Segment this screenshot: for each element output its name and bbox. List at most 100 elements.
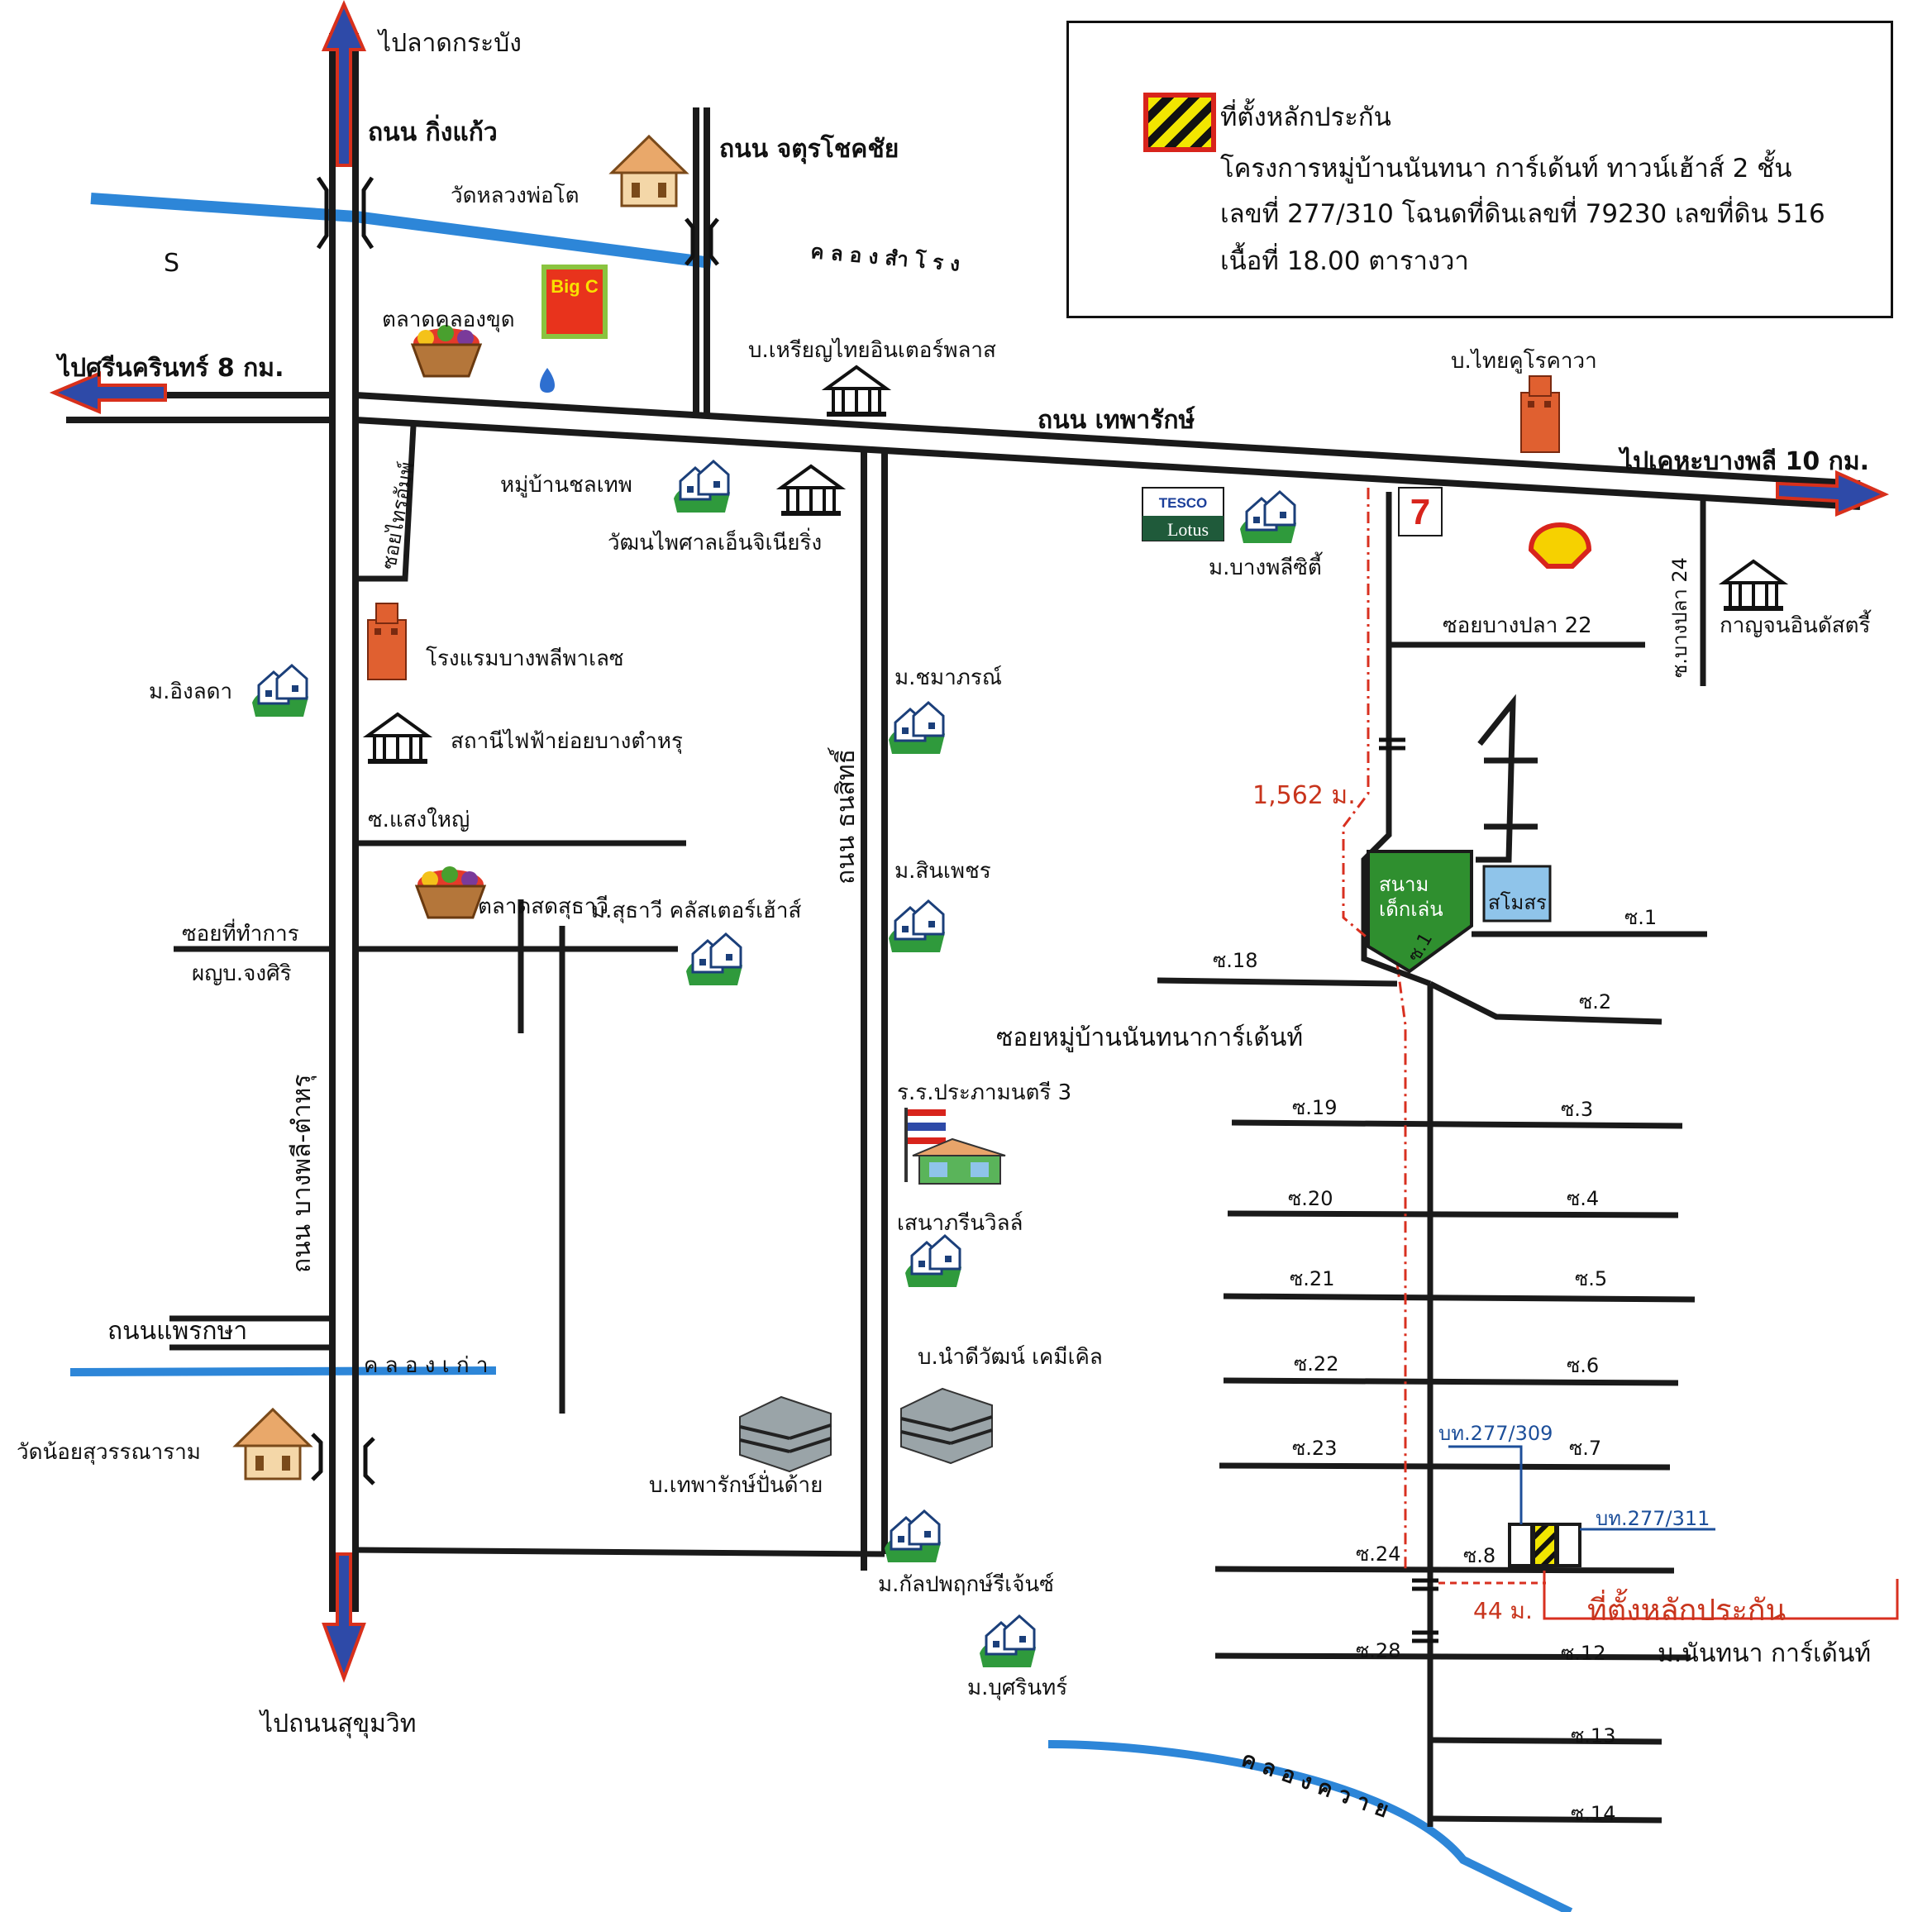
soi-1: ซ.1	[1624, 906, 1657, 929]
dir-east: ไปเคหะบางพลี 10 กม.	[1618, 446, 1869, 476]
house-icon	[978, 1614, 1038, 1669]
legend-line-2: เลขที่ 277/310 โฉนดที่ดินเลขที่ 79230 เล…	[1220, 199, 1825, 229]
road-thanasit	[861, 451, 888, 1571]
label-club: สโมสร	[1488, 891, 1547, 914]
basket-icon	[411, 323, 482, 378]
legend-panel: ที่ตั้งหลักประกัน โครงการหมู่บ้านนันทนา …	[1066, 21, 1893, 318]
plot-left-leader	[1448, 1445, 1523, 1524]
road-king-kaeo-label: ถนน กิ่งแก้ว	[368, 114, 498, 147]
soi-19: ซ.19	[1292, 1096, 1337, 1119]
plot-left-label: บท.277/309	[1438, 1422, 1553, 1445]
soi-13: ซ.13	[1571, 1724, 1615, 1748]
bigc-icon: Big C	[541, 265, 608, 339]
label-substation: สถานีไฟฟ้าย่อยบางตำหรุ	[451, 728, 683, 754]
canal-kwai	[1047, 1740, 1573, 1912]
plot-right-label: บท.277/311	[1596, 1507, 1710, 1530]
road-network	[169, 425, 1707, 1827]
arrow-north	[321, 0, 367, 167]
label-ingrada: ม.อิงลดา	[149, 679, 232, 704]
soi-24: ซ.24	[1356, 1542, 1400, 1566]
house-icon	[672, 460, 732, 514]
collateral-swatch	[1143, 93, 1216, 152]
label-wat-noi: วัดน้อยสุวรรณาราม	[17, 1440, 201, 1465]
temple-icon	[610, 135, 688, 207]
label-talat-suthawi: ตลาดสดสุธาวี	[478, 894, 608, 919]
plot-277-309	[1508, 1523, 1534, 1567]
label-kanchanaindustry: กาญจนอินดัสตรี้	[1720, 609, 1872, 638]
house-icon	[887, 899, 947, 954]
soi-18: ซ.18	[1213, 949, 1257, 972]
soi-saengyai-label: ซ.แสงใหญ่	[368, 808, 470, 832]
building-icon	[899, 1387, 994, 1465]
canal-kwai-label: ค ล อ ง ค ว า ย	[1238, 1747, 1392, 1823]
arrow-west	[49, 370, 167, 415]
playground	[1367, 850, 1473, 974]
soi-22: ซ.22	[1294, 1352, 1338, 1376]
plot-277-311	[1556, 1523, 1581, 1567]
soi-14: ซ.14	[1571, 1802, 1615, 1825]
soi-12: ซ.12	[1561, 1642, 1605, 1665]
label-nantana: ม.นันทนา การ์เด้นท์	[1658, 1639, 1871, 1668]
factory-icon	[780, 465, 842, 517]
road-phraeksa-label: ถนนแพรกษา	[107, 1317, 247, 1346]
soi-village-label: ซอยหมู่บ้านนันทนาการ์เด้นท์	[996, 1023, 1303, 1052]
road-chaturachot	[693, 107, 710, 413]
dir-south: ไปถนนสุขุมวิท	[259, 1709, 417, 1739]
lotus-label: Lotus	[1167, 519, 1209, 540]
bigc-label: Big C	[551, 276, 599, 297]
soi-20: ซ.20	[1288, 1187, 1333, 1210]
collateral-label: ที่ตั้งหลักประกัน	[1587, 1588, 1786, 1628]
label-bangphli-city: ม.บางพลีซิตี้	[1209, 551, 1323, 580]
basket-icon	[415, 865, 486, 919]
house-icon	[250, 664, 310, 718]
label-chamaporn: ม.ชมาภรณ์	[894, 665, 1002, 690]
house-icon	[887, 701, 947, 756]
label-sinphet: ม.สินเพชร	[894, 859, 991, 884]
road-chaturachot-label: ถนน จตุรโชคชัย	[719, 133, 899, 164]
label-chonthep: หมู่บ้านชลเทพ	[500, 473, 632, 498]
canal-samrong	[90, 193, 712, 269]
factory-icon	[1722, 560, 1785, 613]
dir-north: ไปลาดกระบัง	[377, 28, 522, 58]
soi-thaiaumphon-label: ซอยไทรอัมพ์	[377, 460, 418, 571]
house-icon	[904, 1234, 963, 1289]
label-hotel: โรงแรมบางพลีพาเลซ	[426, 646, 624, 671]
soi-office-label-1: ซอยที่ทำการ	[182, 918, 299, 946]
seven-eleven-icon: 7	[1398, 487, 1443, 536]
distance-short-label: 44 ม.	[1473, 1597, 1533, 1624]
collateral-plot	[1532, 1523, 1558, 1567]
soi-3: ซ.3	[1561, 1098, 1593, 1121]
label-watthanaphaisan: วัฒนไพศาลเอ็นจิเนียริ่ง	[608, 527, 822, 555]
s-mark: S	[164, 249, 179, 278]
soi-office-label-2: ผญบ.จงศิริ	[192, 961, 292, 986]
label-thaikurokawa: บ.ไทยคูโรคาวา	[1451, 348, 1597, 374]
label-suthawi-cluster: ม.สุธาวี คลัสเตอร์เฮ้าส์	[591, 899, 802, 923]
building-icon	[738, 1395, 832, 1473]
seven-label: 7	[1410, 492, 1430, 532]
soi-8: ซ.8	[1463, 1544, 1496, 1567]
factory-icon	[366, 713, 429, 765]
label-school: ร.ร.ประภามนตรี 3	[897, 1080, 1071, 1105]
legend-title: ที่ตั้งหลักประกัน	[1220, 103, 1391, 132]
legend-line-3: เนื้อที่ 18.00 ตารางวา	[1220, 246, 1469, 276]
legend-line-1: โครงการหมู่บ้านนันทนา การ์เด้นท์ ทาวน์เฮ…	[1220, 154, 1792, 184]
canal-samrong-label: ค ล อ ง สำ โ ร ง	[809, 239, 961, 276]
distance-main-label: 1,562 ม.	[1252, 781, 1356, 810]
soi-7: ซ.7	[1569, 1437, 1601, 1460]
shell-icon	[1528, 522, 1592, 569]
route-distance-main	[1342, 488, 1407, 1571]
tower-icon	[1520, 375, 1560, 453]
label-playground: สนามเด็กเล่น	[1379, 873, 1443, 921]
school-icon	[904, 1108, 1006, 1185]
temple-icon	[234, 1408, 312, 1480]
club	[1482, 865, 1552, 923]
tesco-label: TESCO	[1159, 495, 1208, 511]
road-thanasit-label: ถนน ธนสิทธิ์	[828, 746, 861, 884]
road-theparak-label: ถนน เทพารักษ์	[1038, 406, 1195, 435]
label-butsarin: ม.บุศรินทร์	[967, 1676, 1067, 1700]
tesco-lotus-icon: TESCO Lotus	[1142, 487, 1224, 541]
soi-bangpla24-label: ซ.บางปลา 24	[1668, 557, 1691, 678]
tower-icon	[367, 603, 407, 680]
road-bangphli-tamru-label: ถนน บางพลี-ตำหรุ	[288, 1075, 317, 1273]
